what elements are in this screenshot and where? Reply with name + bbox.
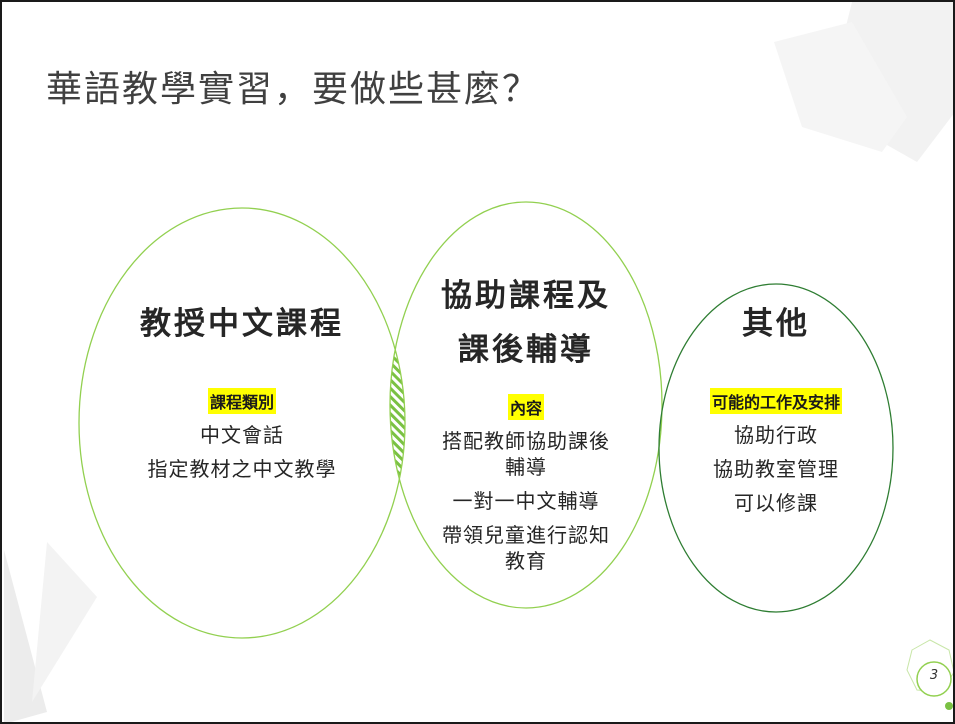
middle-item-1b: 輔導 — [505, 455, 547, 479]
right-item-1: 協助行政 — [734, 423, 818, 447]
left-circle-content: 教授中文課程 課程類別 中文會話 指定教材之中文教學 — [92, 302, 392, 482]
page-badge-circle — [916, 661, 952, 697]
left-item-2: 指定教材之中文教學 — [147, 457, 337, 481]
middle-circle-content: 協助課程及 課後輔導 內容 搭配教師協助課後 輔導 一對一中文輔導 帶領兒童進行… — [406, 274, 646, 574]
circle-right — [658, 283, 894, 613]
page-number: 3 — [929, 668, 939, 683]
circle-middle — [389, 201, 663, 609]
circle-left — [78, 207, 406, 639]
right-circle-content: 其他 可能的工作及安排 協助行政 協助教室管理 可以修課 — [676, 302, 876, 516]
middle-tag: 內容 — [507, 394, 544, 420]
left-item-1: 中文會話 — [200, 423, 284, 447]
middle-heading-line2: 課後輔導 — [458, 332, 594, 368]
middle-item-3: 帶領兒童進行認知 — [442, 523, 610, 547]
right-tag: 可能的工作及安排 — [709, 388, 842, 414]
right-heading: 其他 — [742, 306, 810, 342]
middle-heading-line1: 協助課程及 — [441, 278, 611, 314]
middle-item-2: 一對一中文輔導 — [452, 489, 600, 513]
left-tag: 課程類別 — [207, 388, 276, 414]
decor-shape-top-right-2 — [774, 22, 907, 152]
page-badge-dot — [945, 702, 953, 710]
left-heading: 教授中文課程 — [140, 306, 344, 342]
right-item-3: 可以修課 — [734, 491, 818, 515]
decor-shape-bottom-left-2 — [32, 542, 97, 702]
slide-title: 華語教學實習，要做些甚麼？ — [46, 69, 541, 110]
middle-item-1: 搭配教師協助課後 — [442, 429, 610, 453]
middle-item-3b: 教育 — [505, 549, 547, 573]
right-item-2: 協助教室管理 — [713, 457, 839, 481]
